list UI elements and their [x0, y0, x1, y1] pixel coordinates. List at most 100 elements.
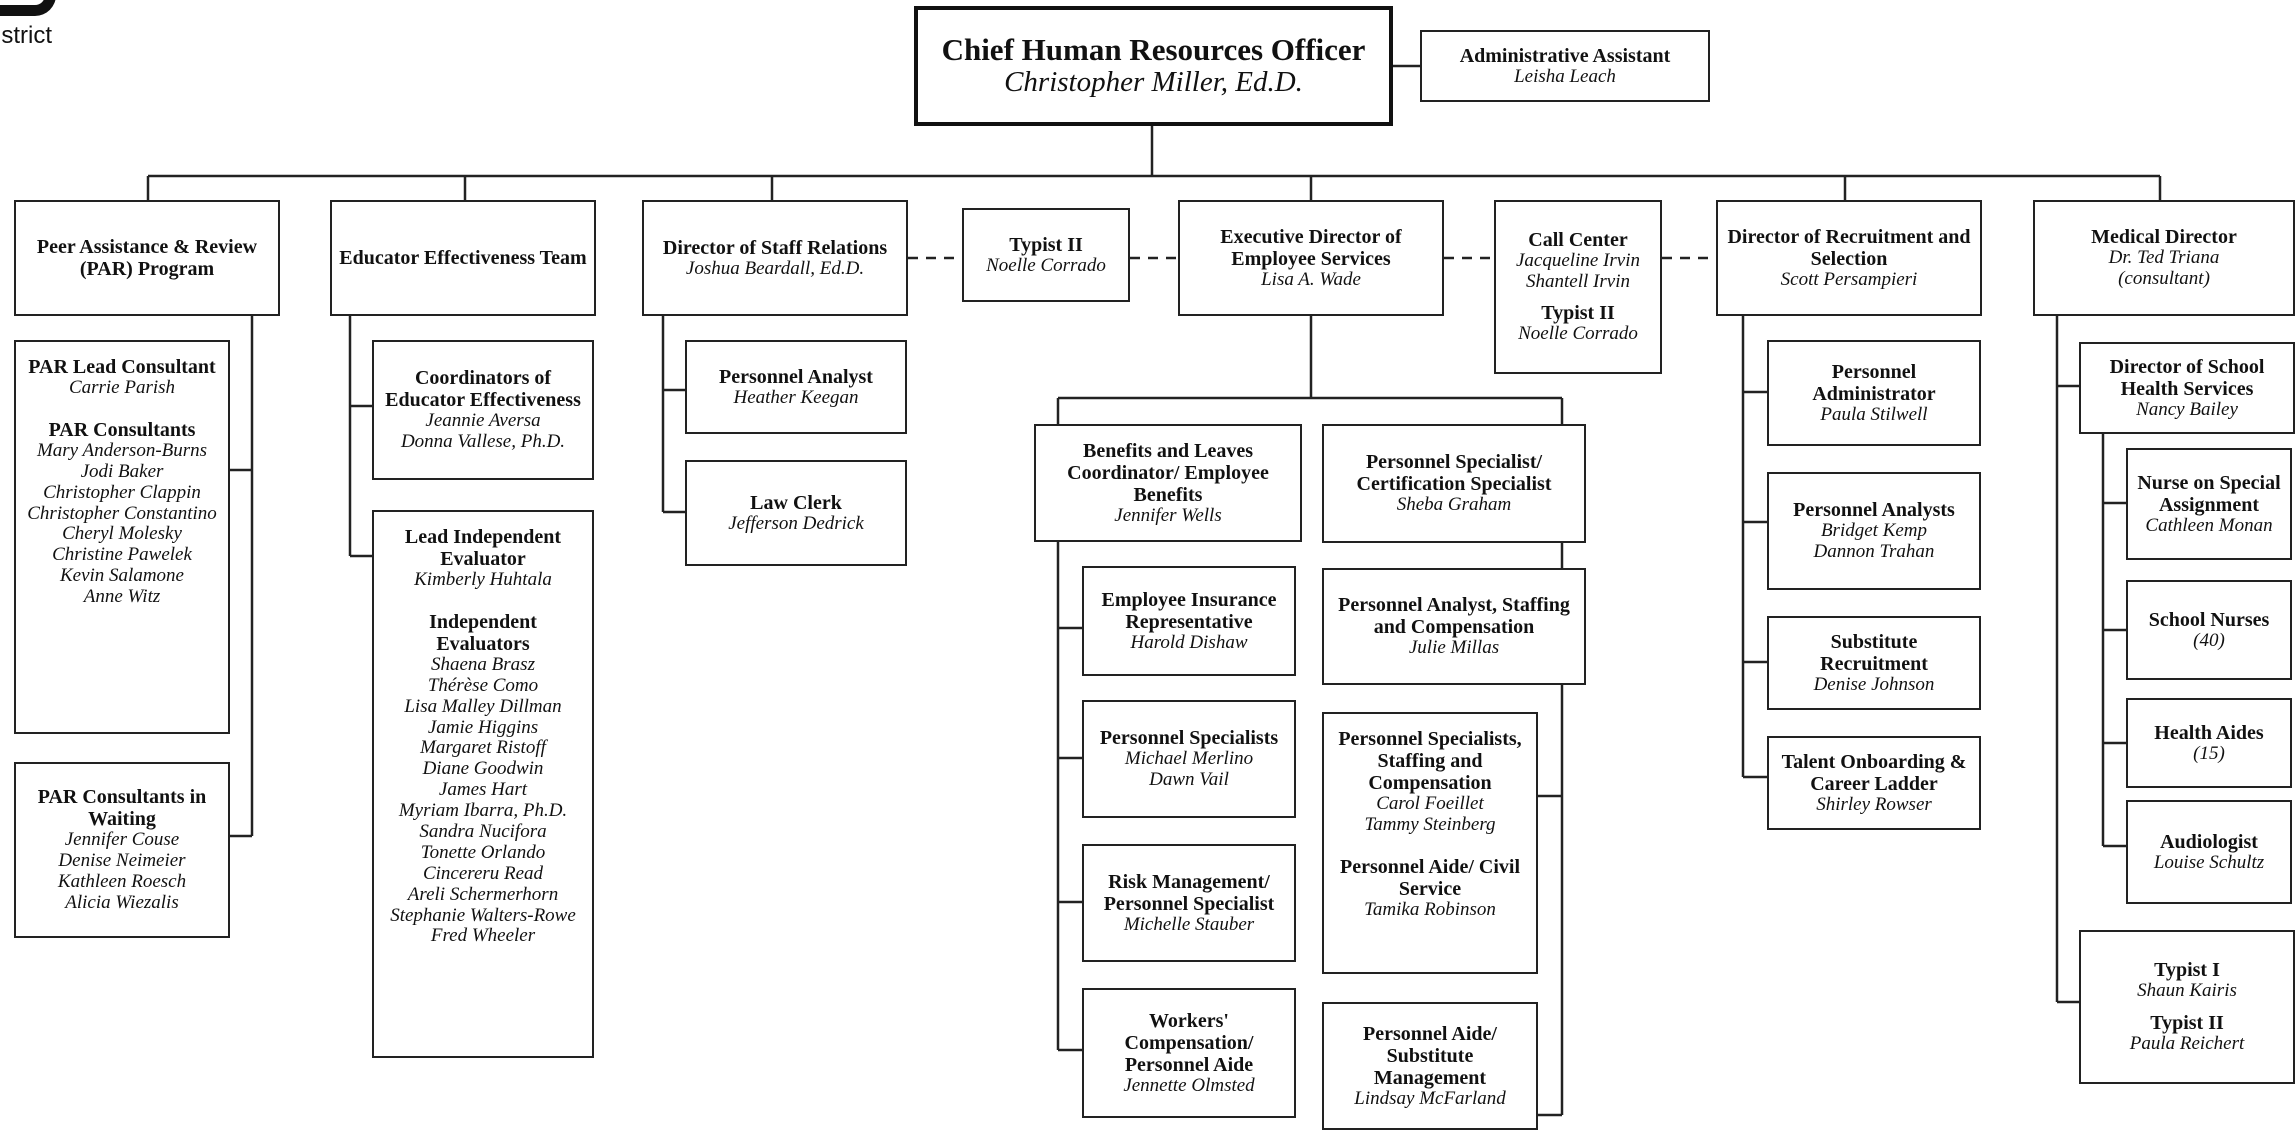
evaluator-name: Shaena Brasz [431, 653, 535, 675]
evaluator-name: Thérèse Como [427, 674, 539, 696]
employee-insurance-box: Employee Insurance Representative Harold… [1082, 566, 1296, 676]
talent-onboarding-title: Talent Onboarding & Career Ladder [1781, 750, 1967, 795]
school-nurses-title: School Nurses [2148, 608, 2270, 631]
par-consultant-name: Christopher Constantino [27, 502, 217, 524]
personnel-analysts-title: Personnel Analysts [1793, 499, 1955, 522]
personnel-administrator-title: Personnel Administrator [1812, 360, 1936, 405]
substitute-recruitment-title: Substitute Recruitment [1820, 630, 1928, 675]
par-consultant-name: Jodi Baker [80, 460, 164, 482]
certification-specialist-title: Personnel Specialist/ Certification Spec… [1356, 451, 1552, 496]
medical-typists-box: Typist I Shaun Kairis Typist II Paula Re… [2079, 930, 2295, 1084]
workers-comp-name: Jennette Olmsted [1123, 1074, 1255, 1096]
evaluator-name: Myriam Ibarra, Ph.D. [398, 800, 568, 822]
exec-director-title: Executive Director of Employee Services [1220, 225, 1402, 270]
personnel-specialist-name: Michael Merlino [1124, 748, 1254, 770]
civil-service-aide-name: Tamika Robinson [1364, 898, 1496, 920]
substitute-recruitment-name: Denise Johnson [1813, 673, 1935, 695]
staff-relations-box: Director of Staff Relations Joshua Beard… [642, 200, 908, 316]
evaluator-name: Areli Schermerhorn [407, 883, 559, 905]
lead-evaluator-name: Kimberly Huhtala [414, 569, 552, 590]
par-waiting-name: Denise Neimeier [58, 850, 186, 872]
medical-director-name: Dr. Ted Triana [2108, 247, 2220, 269]
staffing-specialist-name: Carol Foeillet [1376, 793, 1484, 814]
logo-word: istrict [0, 22, 52, 49]
par-program-box: Peer Assistance & Review (PAR) Program [14, 200, 280, 316]
exec-director-name: Lisa A. Wade [1261, 268, 1361, 290]
coordinator-name: Donna Vallese, Ph.D. [400, 431, 566, 452]
par-waiting-name: Alicia Wiezalis [65, 891, 179, 913]
staffing-specialists-box: Personnel Specialists, Staffing and Comp… [1322, 712, 1538, 974]
school-health-box: Director of School Health Services Nancy… [2079, 342, 2295, 434]
evaluator-name: Tonette Orlando [420, 841, 546, 863]
employee-insurance-title: Employee Insurance Representative [1101, 588, 1277, 633]
staffing-analyst-title: Personnel Analyst, Staffing and Compensa… [1338, 594, 1570, 639]
par-lead-title: PAR Lead Consultant [28, 356, 216, 378]
nurse-special-box: Nurse on Special Assignment Cathleen Mon… [2126, 448, 2292, 560]
logo-mark [0, 0, 56, 16]
talent-onboarding-box: Talent Onboarding & Career Ladder Shirle… [1767, 736, 1981, 830]
health-aides-box: Health Aides (15) [2126, 698, 2292, 788]
evaluator-name: Margaret Ristoff [420, 737, 546, 759]
substitute-management-title: Personnel Aide/ Substitute Management [1363, 1022, 1497, 1089]
personnel-analyst-name: Bridget Kemp [1820, 520, 1928, 542]
school-health-title: Director of School Health Services [2109, 355, 2265, 400]
evaluator-name: James Hart [438, 779, 528, 801]
par-consultants-title: PAR Consultants [48, 418, 196, 441]
district-logo: istrict [0, 0, 70, 60]
personnel-analyst-name: Dannon Trahan [1813, 541, 1935, 562]
administrative-assistant-name: Leisha Leach [1514, 65, 1616, 87]
personnel-analyst-name: Heather Keegan [733, 386, 859, 408]
par-consultant-name: Christopher Clappin [43, 481, 201, 503]
law-clerk-name: Jefferson Dedrick [728, 512, 864, 534]
benefits-box: Benefits and Leaves Coordinator/ Employe… [1034, 424, 1302, 542]
certification-specialist-box: Personnel Specialist/ Certification Spec… [1322, 424, 1586, 543]
workers-comp-box: Workers' Compensation/ Personnel Aide Je… [1082, 988, 1296, 1118]
par-waiting-name: Kathleen Roesch [57, 871, 187, 892]
call-center-box: Call Center Jacqueline Irvin Shantell Ir… [1494, 200, 1662, 374]
benefits-name: Jennifer Wells [1114, 504, 1222, 526]
risk-management-name: Michelle Stauber [1123, 913, 1255, 935]
evaluator-name: Jamie Higgins [427, 716, 539, 738]
chief-hr-officer-name: Christopher Miller, Ed.D. [1004, 66, 1303, 99]
nurse-special-title: Nurse on Special Assignment [2137, 471, 2281, 516]
evaluator-name: Lisa Malley Dillman [404, 695, 562, 717]
audiologist-title: Audiologist [2160, 830, 2258, 853]
substitute-management-box: Personnel Aide/ Substitute Management Li… [1322, 1002, 1538, 1130]
evaluator-name: Stephanie Walters-Rowe [390, 904, 576, 926]
medical-typist-ii-name: Paula Reichert [2129, 1033, 2245, 1054]
medical-director-box: Medical Director Dr. Ted Triana (consult… [2033, 200, 2295, 316]
staff-relations-title: Director of Staff Relations [662, 236, 888, 259]
par-consultant-name: Kevin Salamone [59, 565, 184, 587]
call-center-typist-name: Noelle Corrado [1518, 323, 1638, 345]
typist-i-name: Shaun Kairis [2137, 980, 2237, 1002]
evaluator-name: Diane Goodwin [422, 758, 544, 780]
law-clerk-box: Law Clerk Jefferson Dedrick [685, 460, 907, 566]
personnel-analysts-box: Personnel Analysts Bridget Kemp Dannon T… [1767, 472, 1981, 590]
par-waiting-box: PAR Consultants in Waiting Jennifer Cous… [14, 762, 230, 938]
call-center-title: Call Center [1528, 228, 1628, 251]
nurse-special-name: Cathleen Monan [2145, 514, 2273, 536]
chief-hr-officer-title: Chief Human Resources Officer [941, 32, 1366, 67]
exec-director-box: Executive Director of Employee Services … [1178, 200, 1444, 316]
substitute-recruitment-box: Substitute Recruitment Denise Johnson [1767, 616, 1981, 710]
typist-i-title: Typist I [2154, 959, 2220, 982]
independent-evaluators-title: Independent Evaluators [429, 610, 537, 655]
par-consultant-name: Anne Witz [83, 586, 161, 608]
staffing-analyst-name: Julie Millas [1408, 637, 1500, 659]
evaluators-box: Lead Independent Evaluator Kimberly Huht… [372, 510, 594, 1058]
typist-ii-box: Typist II Noelle Corrado [962, 208, 1130, 302]
health-aides-count: (15) [2193, 742, 2225, 764]
coordinator-name: Jeannie Aversa [425, 410, 541, 432]
staff-relations-name: Joshua Beardall, Ed.D. [685, 257, 865, 279]
par-waiting-title: PAR Consultants in Waiting [37, 786, 207, 831]
recruitment-director-box: Director of Recruitment and Selection Sc… [1716, 200, 1982, 316]
audiologist-box: Audiologist Louise Schultz [2126, 800, 2292, 904]
personnel-specialist-name: Dawn Vail [1149, 769, 1229, 790]
par-lead-box: PAR Lead Consultant Carrie Parish PAR Co… [14, 340, 230, 734]
staffing-specialists-title: Personnel Specialists, Staffing and Comp… [1338, 728, 1522, 794]
par-lead-name: Carrie Parish [68, 377, 176, 398]
benefits-title: Benefits and Leaves Coordinator/ Employe… [1067, 439, 1269, 506]
coordinators-title: Coordinators of Educator Effectiveness [385, 367, 581, 412]
civil-service-aide-title: Personnel Aide/ Civil Service [1340, 855, 1520, 900]
